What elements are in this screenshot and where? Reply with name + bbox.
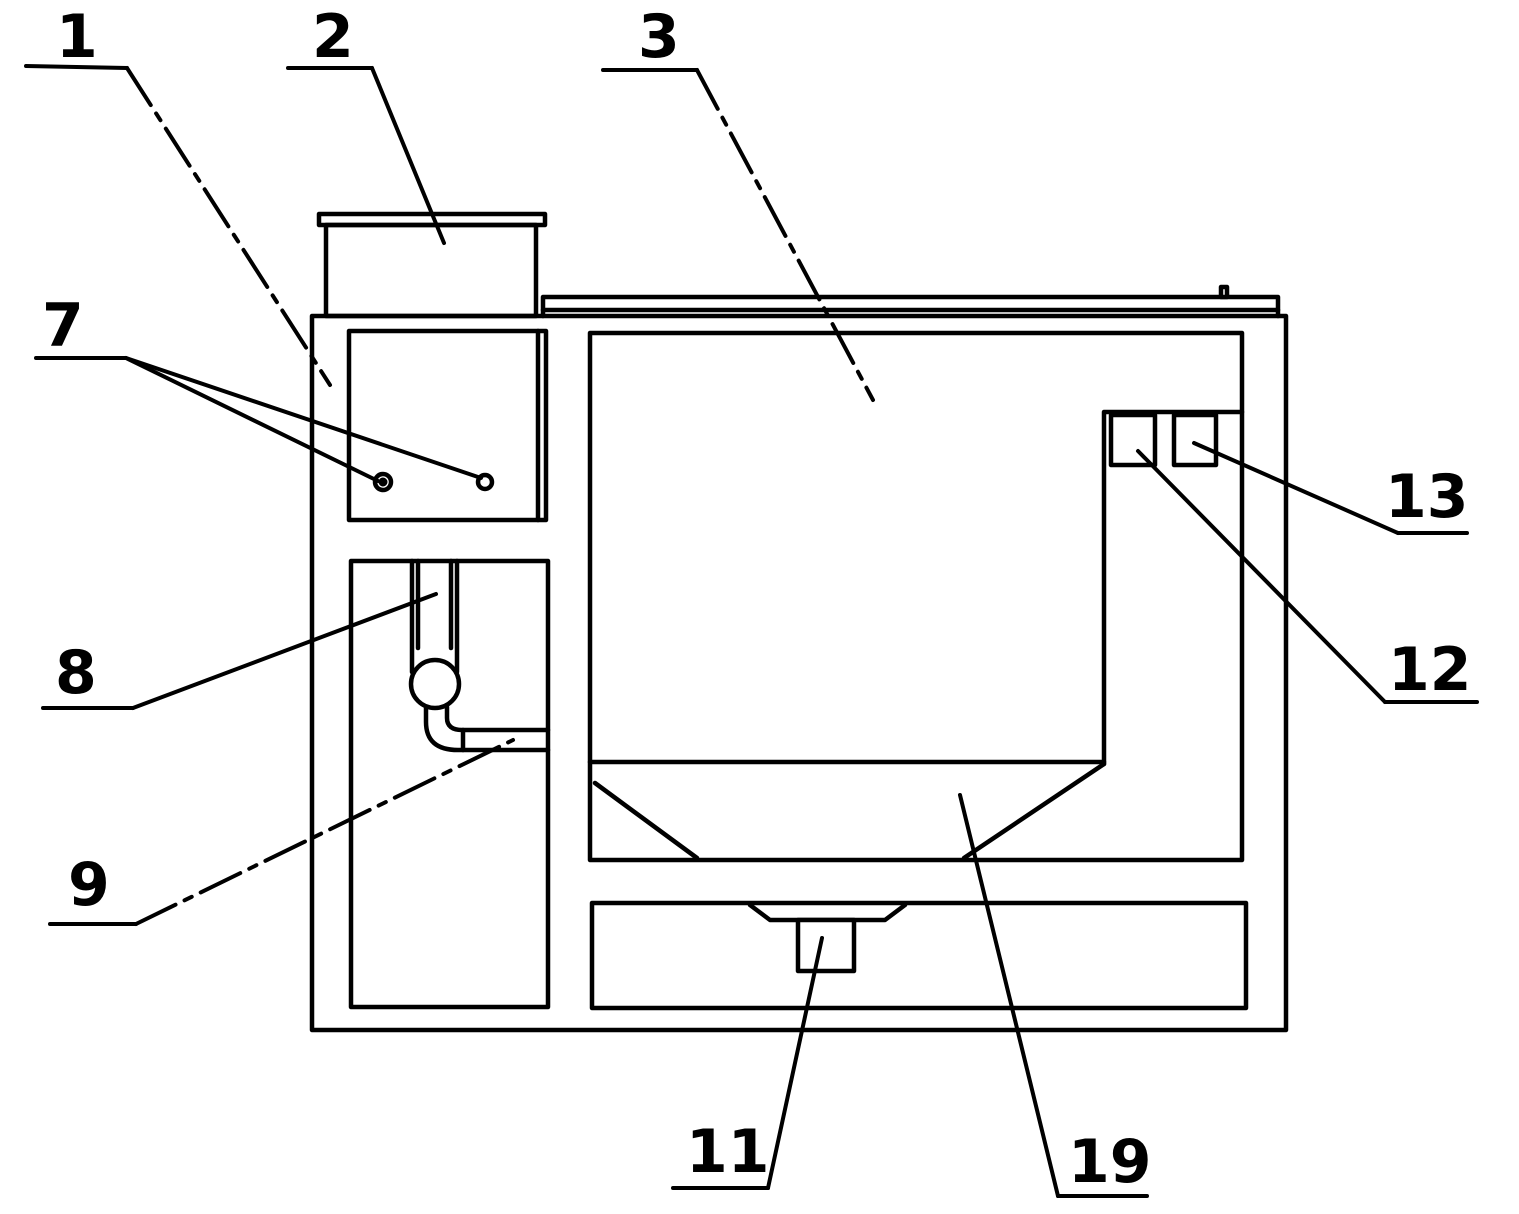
collection-tray (589, 900, 1249, 1011)
indicator-dot-left-core (378, 477, 388, 487)
outlet-elbow-inner (444, 704, 551, 733)
control-compartment (346, 328, 549, 523)
main-tank-outer (587, 330, 1245, 863)
inner-tank-wall (1101, 409, 1245, 767)
feed-hopper (323, 222, 539, 319)
top-knob (1218, 284, 1230, 300)
label-13-leader (1192, 441, 1400, 535)
label-12-leader (1136, 449, 1387, 704)
drain-outlet (795, 917, 857, 974)
label-9-leader (134, 738, 515, 926)
label-1-leader (125, 66, 332, 387)
funnel-right-slope (961, 761, 1107, 861)
label-1-underline (24, 64, 129, 70)
sensor-12 (1108, 412, 1158, 468)
top-cover-plate (540, 294, 1281, 319)
label-19: 19 (1068, 1127, 1152, 1197)
label-2-leader (370, 66, 446, 245)
outlet-elbow-outer (423, 704, 551, 753)
pump-body (408, 657, 462, 711)
funnel-left-slope (592, 780, 700, 861)
label-3-leader (695, 68, 875, 402)
label-2: 2 (312, 2, 354, 72)
label-7: 7 (42, 291, 84, 361)
label-7-leader-b (124, 356, 483, 480)
label-19-leader (958, 793, 1060, 1198)
label-3: 3 (638, 2, 680, 72)
label-13: 13 (1385, 462, 1469, 532)
sensor-13 (1171, 412, 1219, 468)
label-7-leader-a (124, 356, 380, 483)
label-9: 9 (68, 850, 110, 920)
label-12: 12 (1388, 635, 1472, 705)
label-1: 1 (56, 2, 98, 72)
indicator-dot-left (372, 471, 394, 493)
label-8: 8 (55, 638, 97, 708)
indicator-dot-right (475, 472, 495, 492)
label-11-leader (766, 936, 824, 1190)
label-11: 11 (686, 1117, 770, 1187)
label-8-leader (131, 592, 438, 710)
outer-housing (309, 313, 1289, 1033)
